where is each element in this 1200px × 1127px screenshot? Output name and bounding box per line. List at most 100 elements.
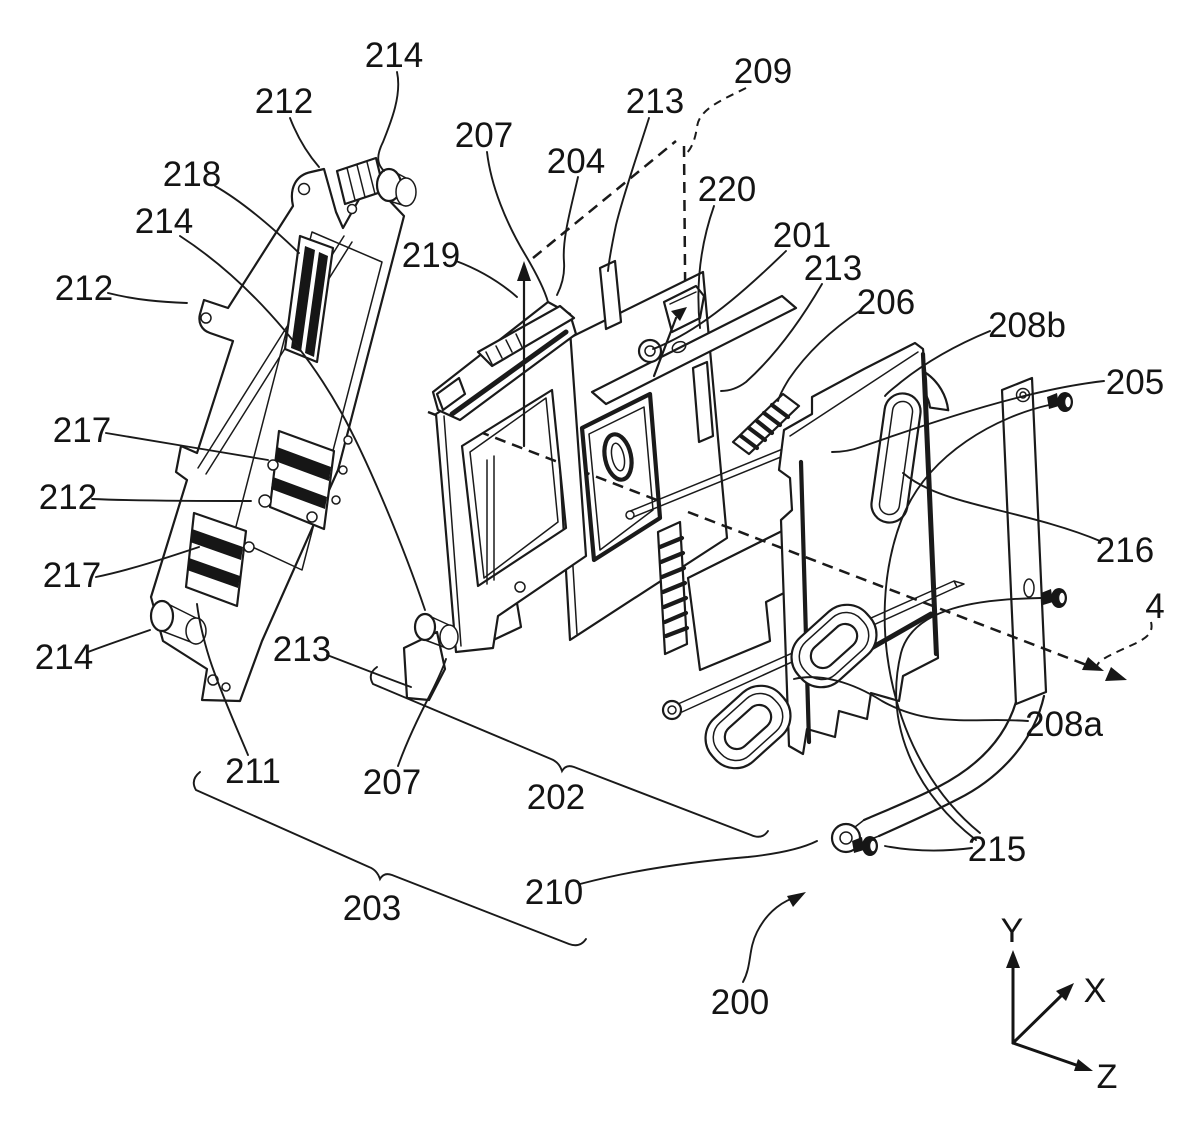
connector-206 xyxy=(731,392,801,456)
left-plate-assembly xyxy=(149,156,417,703)
leader-lines xyxy=(87,71,1153,983)
connector-206-stripes xyxy=(738,402,791,451)
left-plate-inner-panel xyxy=(232,231,383,571)
bracket-vertical-bar xyxy=(1000,376,1048,706)
damper-end xyxy=(413,612,437,642)
leader-215-mid-screw xyxy=(895,597,1042,841)
front-frame-assembly xyxy=(402,300,588,702)
screw-highlight xyxy=(868,839,878,853)
leader-209-dashed xyxy=(685,87,747,155)
screw-shank xyxy=(1047,393,1059,409)
brace-202 xyxy=(369,666,769,838)
label-209: 209 xyxy=(734,52,792,91)
connector-217-stripe xyxy=(187,558,240,588)
rear-plate-left-edge xyxy=(798,459,812,745)
connector-218 xyxy=(283,234,335,364)
plate-204-hatch xyxy=(485,333,523,365)
axis-z-arrowhead xyxy=(1074,1059,1093,1071)
bracket-arm-rear-line xyxy=(877,694,1046,838)
label-214-mid: 214 xyxy=(135,202,193,241)
screw-215-mid xyxy=(1041,588,1067,608)
screw-215-top xyxy=(1047,392,1073,412)
sensor-window-frame xyxy=(579,391,663,563)
top-yoke-bar xyxy=(590,294,798,406)
yoke-pivot-hole-outer xyxy=(637,338,663,364)
coil-208a-lower xyxy=(704,684,792,770)
leader-205 xyxy=(831,380,1105,453)
axis-triad: Y X Z xyxy=(1001,912,1118,1096)
rear-plate-top-inner-line xyxy=(789,351,919,437)
label-205: 205 xyxy=(1106,363,1164,402)
axis-y-label: Y xyxy=(1001,912,1024,950)
axis-y-arrowhead xyxy=(1006,950,1020,968)
bracket-foot-hole xyxy=(839,831,853,845)
bracket-mid-hole xyxy=(1023,578,1035,598)
leader-207-top xyxy=(486,151,549,303)
damper-end2 xyxy=(395,177,417,207)
arrow-219-head xyxy=(517,261,531,281)
leader-206 xyxy=(777,309,862,402)
guide-shaft xyxy=(486,455,495,585)
label-211: 211 xyxy=(225,752,281,791)
foot-hole xyxy=(221,682,231,692)
section-arrowhead-outer xyxy=(1105,667,1127,681)
leader-219 xyxy=(455,260,518,298)
rear-assembly xyxy=(661,341,1073,856)
label-214-top: 214 xyxy=(365,36,423,75)
screw-highlight xyxy=(1057,591,1067,605)
leader-208a xyxy=(793,676,1029,722)
connector-206-body xyxy=(731,392,801,456)
label-200: 200 xyxy=(711,983,769,1022)
corner-post-213-right xyxy=(691,360,715,444)
hole-212-top xyxy=(297,182,311,196)
leader-212-left xyxy=(107,292,188,304)
slot-216-outer xyxy=(870,392,922,524)
label-217-upper: 217 xyxy=(53,411,111,450)
label-201: 201 xyxy=(773,216,831,255)
leader-201 xyxy=(652,250,787,350)
label-220: 220 xyxy=(698,170,756,209)
section-arrowhead-inner xyxy=(1082,657,1104,671)
section-line-and-arrows xyxy=(517,261,1127,681)
coil-mid xyxy=(712,692,784,762)
middle-frame-assembly xyxy=(551,259,804,672)
screw-shank xyxy=(1041,589,1053,605)
oval-hole-outer xyxy=(602,432,634,482)
label-218: 218 xyxy=(163,155,221,194)
reference-labels: 214 212 218 214 212 217 212 217 214 213 … xyxy=(35,36,1165,1022)
leader-216 xyxy=(902,472,1101,542)
front-frame-foot-left xyxy=(402,630,447,702)
axis-x-shaft xyxy=(1011,992,1065,1045)
label-4: 4 xyxy=(1145,587,1164,626)
hole xyxy=(243,541,255,553)
suspension-bar-bead xyxy=(625,510,635,520)
leader-212-mid xyxy=(91,498,252,502)
axis-x-label: X xyxy=(1084,972,1107,1010)
leader-212-top xyxy=(289,117,320,168)
yoke-pivot-hole-inner xyxy=(644,345,656,357)
front-top-bar-cap xyxy=(435,376,467,412)
connector-218-bar xyxy=(291,246,315,352)
plate-204-body xyxy=(476,304,576,368)
leader-214-top xyxy=(377,71,400,172)
guide-hole xyxy=(514,581,526,593)
axis-z-shaft xyxy=(1011,1041,1081,1068)
rod-eyelet-hole xyxy=(667,705,677,715)
label-216: 216 xyxy=(1096,531,1154,570)
label-203: 203 xyxy=(343,889,401,928)
label-214-bottom: 214 xyxy=(35,638,93,677)
leader-200-arrowhead xyxy=(787,892,806,907)
leader-215-bottom-screw xyxy=(884,845,973,852)
label-207-top: 207 xyxy=(455,116,513,155)
label-213-top: 213 xyxy=(626,82,684,121)
leader-220 xyxy=(697,205,715,329)
hole xyxy=(343,435,353,445)
label-204: 204 xyxy=(547,142,605,181)
hole xyxy=(331,495,341,505)
bracket-piece-line xyxy=(669,291,697,305)
oval-hole-inner xyxy=(610,442,626,472)
sensor-window-inner-line xyxy=(588,406,654,551)
yoke-slot-hole xyxy=(671,340,687,354)
label-212-top: 212 xyxy=(255,82,313,121)
